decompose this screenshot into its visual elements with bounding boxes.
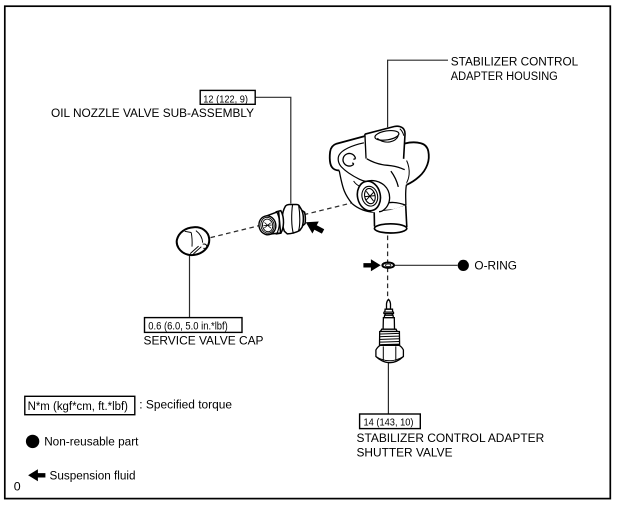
svg-text:0: 0 bbox=[14, 480, 21, 494]
svg-text:12 (122, 9): 12 (122, 9) bbox=[203, 94, 248, 105]
svg-text:14 (143, 10): 14 (143, 10) bbox=[364, 418, 414, 429]
svg-text:ADAPTER HOUSING: ADAPTER HOUSING bbox=[451, 69, 558, 83]
svg-text:SERVICE VALVE CAP: SERVICE VALVE CAP bbox=[144, 334, 264, 348]
svg-text:0.6 (6.0, 5.0 in.*lbf): 0.6 (6.0, 5.0 in.*lbf) bbox=[148, 321, 228, 333]
svg-text:Non-reusable part: Non-reusable part bbox=[44, 434, 139, 448]
svg-text:N*m (kgf*cm, ft.*lbf): N*m (kgf*cm, ft.*lbf) bbox=[28, 399, 128, 413]
svg-text:OIL NOZZLE VALVE SUB-ASSEMBLY: OIL NOZZLE VALVE SUB-ASSEMBLY bbox=[51, 106, 254, 120]
svg-text:STABILIZER CONTROL: STABILIZER CONTROL bbox=[451, 55, 578, 69]
svg-text:O-RING: O-RING bbox=[474, 259, 517, 273]
svg-text:: Specified torque: : Specified torque bbox=[139, 398, 232, 412]
svg-text:Suspension fluid: Suspension fluid bbox=[50, 469, 136, 483]
svg-text:SHUTTER VALVE: SHUTTER VALVE bbox=[357, 446, 453, 460]
svg-text:STABILIZER CONTROL ADAPTER: STABILIZER CONTROL ADAPTER bbox=[357, 431, 545, 445]
